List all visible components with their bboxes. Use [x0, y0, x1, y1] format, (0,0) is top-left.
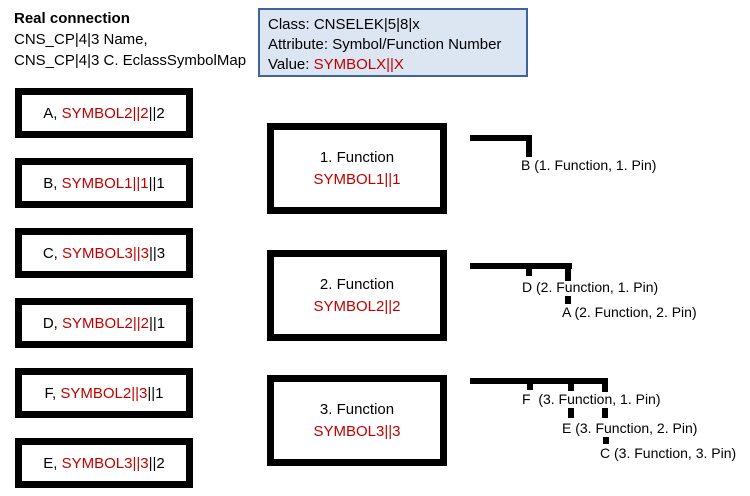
function-box-1: 1. Function SYMBOL1||1	[267, 123, 447, 214]
connection-c-name: C,	[42, 244, 63, 262]
pin3-tick-f	[527, 384, 533, 390]
connection-f-pin: ||1	[147, 384, 164, 402]
pin3-tick-e-lower	[568, 408, 574, 418]
pin-label-f2p1: D (2. Function, 1. Pin)	[522, 279, 659, 295]
pin2-tick-a-lower	[565, 296, 571, 304]
class-info-box: Class: CNSELEK|5|8|x Attribute: Symbol/F…	[258, 8, 528, 77]
connection-c-pin: ||3	[149, 244, 166, 262]
connection-e-name: E,	[43, 454, 62, 472]
info-value-symbol: SYMBOLX||X	[313, 56, 404, 73]
function-3-title: 3. Function	[319, 401, 395, 418]
connection-c-symbol: SYMBOL3||3	[62, 244, 150, 262]
connection-box-e: E, SYMBOL3||3||2	[15, 438, 193, 488]
connection-box-d: D, SYMBOL2||2||1	[15, 298, 193, 348]
connection-f-symbol: SYMBOL2||3	[60, 384, 148, 402]
connection-e-pin: ||2	[148, 454, 165, 472]
function-3-symbol: SYMBOL3||3	[313, 423, 401, 440]
connection-f-name: F,	[44, 384, 61, 402]
pin2-tick-d	[526, 269, 532, 276]
function-box-2: 2. Function SYMBOL2||2	[267, 250, 447, 341]
pin2-tick-a-upper	[565, 269, 571, 281]
connection-d-name: D,	[42, 314, 63, 332]
function-1-title: 1. Function	[319, 149, 395, 166]
connection-d-symbol: SYMBOL2||2	[62, 314, 150, 332]
connection-box-f: F, SYMBOL2||3||1	[15, 368, 193, 418]
pin-label-f2p2: A (2. Function, 2. Pin)	[562, 304, 697, 320]
connection-box-b: B, SYMBOL1||1||1	[15, 158, 193, 208]
pin-label-f3p1: F (3. Function, 1. Pin)	[522, 391, 661, 407]
info-value-line: Value: SYMBOLX||X	[268, 55, 526, 75]
pin2-horizontal-line	[470, 263, 572, 269]
connection-b-pin: ||1	[148, 174, 165, 192]
header-subline-2: CNS_CP|4|3 C. EclassSymbolMap	[14, 52, 247, 69]
pin3-tick-c-upper	[602, 384, 608, 392]
connection-box-c: C, SYMBOL3||3||3	[15, 228, 193, 278]
info-value-prefix: Value:	[268, 56, 314, 73]
info-attribute-line: Attribute: Symbol/Function Number	[268, 36, 502, 53]
connection-d-pin: ||1	[149, 314, 166, 332]
connection-e-symbol: SYMBOL3||3	[61, 454, 149, 472]
pin3-tick-e-upper	[568, 384, 574, 391]
header-subline-1: CNS_CP|4|3 Name,	[14, 31, 148, 48]
connection-a-name: A,	[43, 104, 62, 122]
pin-label-f3p3: C (3. Function, 3. Pin)	[600, 445, 737, 461]
connection-a-symbol: SYMBOL2||2	[61, 104, 149, 122]
connection-a-pin: ||2	[148, 104, 165, 122]
function-2-title: 2. Function	[319, 276, 395, 293]
pin3-tick-c-middle	[602, 408, 608, 418]
info-class-line: Class: CNSELEK|5|8|x	[268, 16, 420, 33]
pin3-tick-c-lower	[603, 437, 609, 444]
page-title: Real connection	[14, 10, 130, 27]
function-1-symbol: SYMBOL1||1	[313, 171, 401, 188]
pin-label-f3p2: E (3. Function, 2. Pin)	[562, 420, 698, 436]
pin-label-f1p1: B (1. Function, 1. Pin)	[521, 157, 657, 173]
function-box-3: 3. Function SYMBOL3||3	[267, 375, 447, 466]
function-2-symbol: SYMBOL2||2	[313, 298, 401, 315]
pin1-horizontal-line	[470, 135, 532, 141]
pin3-horizontal-line	[470, 378, 608, 384]
connection-box-a: A, SYMBOL2||2||2	[15, 88, 193, 138]
pin1-tick-b	[526, 141, 532, 157]
connection-b-symbol: SYMBOL1||1	[61, 174, 149, 192]
connection-b-name: B,	[43, 174, 62, 192]
